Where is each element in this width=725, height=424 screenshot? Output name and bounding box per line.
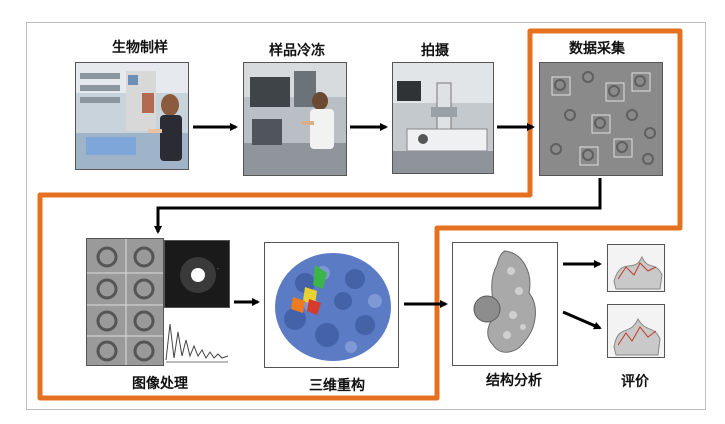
arrow-collection-to-processing <box>158 178 600 232</box>
arrow-analysis-to-evaluation-bottom <box>563 312 600 328</box>
highlight-outline <box>40 31 680 398</box>
